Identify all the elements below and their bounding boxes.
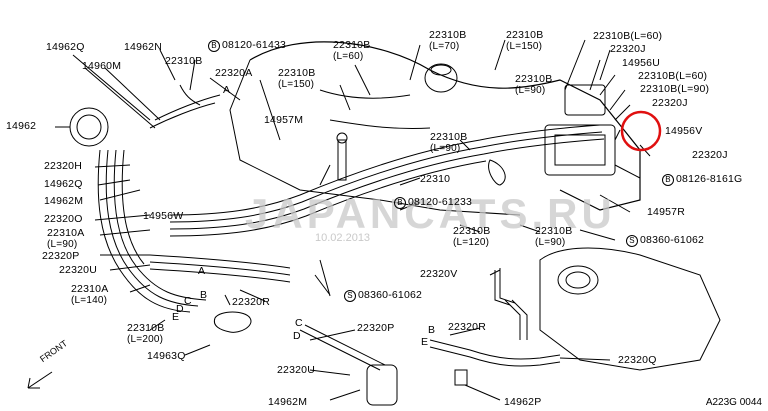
- label-14957r: 14957R: [647, 206, 685, 218]
- letter-a-top: A: [223, 84, 231, 96]
- label-22310b-l120: 22310B(L=120): [453, 225, 491, 249]
- label-22310b-l90-b: 22310B(L=90): [640, 83, 710, 95]
- bolt-symbol-icon: B: [208, 40, 220, 52]
- label-22320j-c: 22320J: [692, 149, 728, 161]
- label-14956u: 14956U: [622, 57, 660, 69]
- label-14963q: 14963Q: [147, 350, 186, 362]
- label-22310a-l140: 22310A(L=140): [71, 283, 109, 307]
- letter-c-bottom: C: [295, 317, 303, 329]
- label-22310a-l90: 22310A(L=90): [47, 227, 85, 251]
- label-22320h: 22320H: [44, 160, 82, 172]
- letter-c-left: C: [184, 295, 192, 307]
- letter-e-left: E: [172, 311, 180, 323]
- label-22310: 22310: [420, 173, 451, 185]
- label-22310b-l150-b: 22310B(L=150): [278, 67, 316, 91]
- label-22320u-a: 22320U: [59, 264, 97, 276]
- label-22310b-a: 22310B: [165, 55, 203, 67]
- letter-d-left: D: [176, 303, 184, 315]
- bolt-symbol-icon: B: [394, 197, 406, 209]
- label-14962: 14962: [6, 120, 37, 132]
- label-14962n: 14962N: [124, 41, 162, 53]
- label-22310b-l90-c: 22310B(L=90): [430, 131, 468, 155]
- label-22320r-a: 22320R: [232, 296, 270, 308]
- label-14962m-b: 14962M: [268, 396, 308, 408]
- label-22310b-l60-b: 22310B(L=60): [593, 30, 663, 42]
- letter-e-bottom: E: [421, 336, 429, 348]
- label-22320j-a: 22320J: [610, 43, 646, 55]
- label-22320r-b: 22320R: [448, 321, 486, 333]
- label-22310b-l200: 22310B(L=200): [127, 322, 165, 346]
- label-22320q: 22320Q: [618, 354, 657, 366]
- screw-symbol-icon: S: [344, 290, 356, 302]
- label-22320a: 22320A: [215, 67, 253, 79]
- label-14962q-top: 14962Q: [46, 41, 85, 53]
- letter-b-bottom: B: [428, 324, 436, 336]
- label-22310b-l150-a: 22310B(L=150): [506, 29, 544, 53]
- label-22310b-l60-a: 22310B(L=60): [333, 39, 371, 63]
- bolt-symbol-icon: B: [662, 174, 674, 186]
- screw-symbol-icon: S: [626, 235, 638, 247]
- label-22320v: 22320V: [420, 268, 458, 280]
- label-14960m: 14960M: [82, 60, 122, 72]
- label-14962m-a: 14962M: [44, 195, 84, 207]
- label-22320p-b: 22320P: [357, 322, 395, 334]
- label-22320p-a: 22320P: [42, 250, 80, 262]
- label-22310b-l90-d: 22310B(L=90): [535, 225, 573, 249]
- watermark-date: 10.02.2013: [315, 232, 371, 244]
- watermark: JAPANCATS.RU: [245, 190, 616, 237]
- label-14962q-mid: 14962Q: [44, 178, 83, 190]
- label-22320u-b: 22320U: [277, 364, 315, 376]
- label-22310b-l90-a: 22310B(L=90): [515, 73, 553, 97]
- label-14957m: 14957M: [264, 114, 304, 126]
- letter-a-mid: A: [198, 265, 206, 277]
- label-14956w: 14956W: [143, 210, 184, 222]
- label-22320j-b: 22320J: [652, 97, 688, 109]
- label-22320o: 22320O: [44, 213, 83, 225]
- letter-b-left: B: [200, 289, 208, 301]
- label-14956v: 14956V: [665, 125, 703, 137]
- label-22310b-l70: 22310B(L=70): [429, 29, 467, 53]
- diagram-code: A223G 0044: [705, 397, 762, 408]
- letter-d-bottom: D: [293, 330, 301, 342]
- label-22310b-l60-c: 22310B(L=60): [638, 70, 708, 82]
- label-14962p: 14962P: [504, 396, 542, 408]
